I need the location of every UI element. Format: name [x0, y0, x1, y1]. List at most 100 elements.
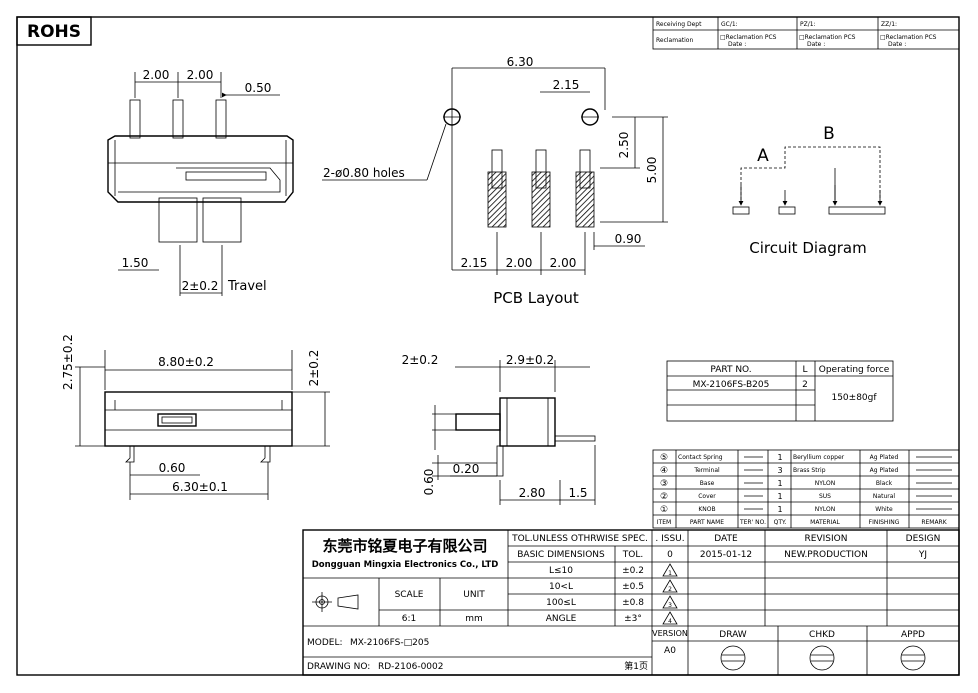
drawing-no-label: DRAWING NO: [307, 662, 370, 672]
scale-label: SCALE [395, 590, 424, 600]
bom-material: Beryllium copper [793, 454, 845, 461]
circuit-label-b: B [823, 124, 835, 144]
revision-triangle-icon [662, 579, 678, 593]
bom-material: SUS [819, 493, 831, 500]
bom-qty: 1 [777, 453, 782, 462]
dim-b1: 2.15 [461, 256, 488, 270]
bom-header-ter: TER' NO. [739, 519, 766, 526]
issue-number: 0 [667, 550, 673, 560]
dim-front-pin: 0.60 [159, 461, 186, 475]
pz-label: PZ/1: [800, 21, 816, 28]
bom-item: ① [660, 505, 668, 515]
bom-table: ⑤ Contact Spring 1 Beryllium copper Ag P… [652, 449, 960, 529]
date-label-2: Date : [807, 41, 825, 48]
bom-qty: 3 [777, 466, 782, 475]
model-value: MX-2106FS-□205 [350, 638, 429, 648]
rohs-box: ROHS [16, 16, 92, 46]
pcb-caption: PCB Layout [493, 289, 579, 307]
bom-part-name: Base [700, 480, 715, 487]
designer: YJ [918, 550, 927, 560]
bom-item: ③ [660, 479, 668, 489]
bom-header-part-name: PART NAME [690, 519, 724, 526]
issue-date: 2015-01-12 [700, 550, 752, 560]
tol-range-4: ANGLE [546, 614, 577, 624]
appd-stamp-icon [900, 645, 926, 671]
revision-header: REVISION [805, 534, 848, 544]
circuit-label-a: A [757, 146, 769, 166]
tol-range-3: 100≤L [546, 598, 576, 608]
bom-qty: 1 [777, 505, 782, 514]
part-number-table: PART NO. L Operating force MX-2106FS-B20… [666, 360, 894, 422]
dim-end-tail: 1.5 [568, 486, 587, 500]
company-name-en: Dongguan Mingxia Electronics Co., LTD [312, 560, 499, 570]
rohs-label: ROHS [27, 22, 81, 42]
drawing-no-value: RD-2106-0002 [378, 662, 444, 672]
reclamation-pcs-3: □Reclamation PCS [880, 34, 937, 41]
part-no-header: PART NO. [710, 365, 751, 375]
rev-mark-1: 1 [668, 570, 672, 577]
page-number: 第1页 [624, 660, 648, 672]
bom-finishing: Ag Plated [870, 467, 899, 474]
basic-dimensions: BASIC DIMENSIONS [517, 550, 605, 560]
bom-row: ④ Terminal 3 Brass Strip Ag Plated [660, 466, 952, 476]
bom-qty: 1 [777, 492, 782, 501]
revision-triangle-icon [662, 563, 678, 577]
bom-part-name: Cover [698, 493, 716, 500]
tol-value-4: ±3° [624, 614, 642, 624]
unit-value: mm [465, 614, 483, 624]
bom-row: ③ Base 1 NYLON Black [660, 479, 952, 489]
dim-end-knob: 2±0.2 [402, 353, 439, 367]
side-view: 2.00 2.00 0.50 1.50 2±0.2 Travel [107, 68, 294, 296]
bom-part-name: KNOB [698, 506, 715, 513]
company-name-cn: 东莞市铭夏电子有限公司 [322, 537, 487, 555]
dim-pcb-total: 6.30 [507, 55, 534, 69]
tol-value-2: ±0.5 [622, 582, 644, 592]
date-label-3: Date : [888, 41, 906, 48]
bom-header-item: ITEM [657, 519, 671, 526]
dim-pcb-height: 5.00 [645, 157, 659, 184]
zz-label: ZZ/1: [881, 21, 897, 28]
dim-pin-width: 0.50 [245, 81, 272, 95]
bom-qty: 1 [777, 479, 782, 488]
rev-mark-2: 2 [668, 586, 672, 593]
bom-part-name: Terminal [693, 467, 720, 474]
dim-front-width: 8.80±0.2 [158, 355, 214, 369]
bom-finishing: White [875, 506, 893, 513]
bom-item: ② [660, 492, 668, 502]
dim-front-pitch: 6.30±0.1 [172, 480, 228, 494]
title-block: 东莞市铭夏电子有限公司 Dongguan Mingxia Electronics… [302, 529, 960, 676]
issue-header: . ISSU. [655, 534, 684, 544]
dim-b2: 2.00 [506, 256, 533, 270]
rev-mark-4: 4 [668, 618, 672, 625]
design-header: DESIGN [906, 534, 941, 544]
holes-label: 2-ø0.80 holes [323, 166, 405, 180]
dim-knob: 1.50 [122, 256, 149, 270]
draw-label: DRAW [719, 630, 746, 640]
tol-range-1: L≤10 [549, 566, 573, 576]
dim-front-height-left: 2.75±0.2 [61, 334, 75, 390]
force-value: 150±80gf [831, 393, 877, 403]
end-view: 2±0.2 2.9±0.2 0.60 0.20 2.80 1.5 [402, 353, 596, 505]
circuit-caption: Circuit Diagram [749, 239, 866, 257]
bom-row: ① KNOB 1 NYLON White [660, 505, 952, 515]
chkd-stamp-icon [809, 645, 835, 671]
bom-material: NYLON [815, 480, 836, 487]
bom-header-material: MATERIAL [810, 519, 840, 526]
bom-item: ④ [660, 466, 668, 476]
front-view: 2.75±0.2 8.80±0.2 2±0.2 6.30±0.1 0.60 [61, 334, 330, 500]
rev-mark-3: 3 [668, 602, 672, 609]
tol-value-1: ±0.2 [622, 566, 644, 576]
l-header: L [802, 365, 807, 375]
l-value: 2 [802, 380, 808, 390]
chkd-label: CHKD [809, 630, 835, 640]
bom-item: ⑤ [660, 453, 668, 463]
receiving-dept: Receiving Dept [656, 21, 702, 28]
bom-material: Brass Strip [793, 467, 826, 474]
tol-range-2: 10<L [549, 582, 573, 592]
model-label: MODEL: [307, 638, 343, 648]
pcb-layout: 6.30 2.15 2.50 5.00 2-ø0.80 holes 2.15 2… [322, 55, 668, 307]
bom-header-finishing: FINISHING [869, 519, 900, 526]
dim-right: 0.90 [615, 232, 642, 246]
